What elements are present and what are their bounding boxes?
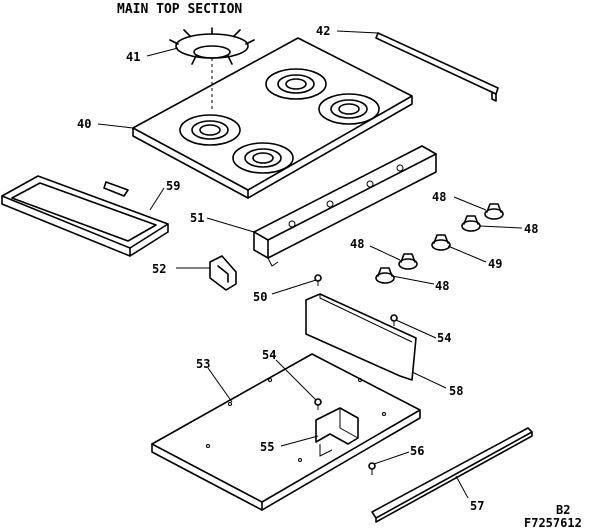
callout-50: 50 (253, 290, 267, 304)
leader-lines (97, 30, 523, 499)
screw-54-lower (314, 398, 322, 410)
callout-48-d: 48 (435, 279, 449, 293)
callout-56: 56 (410, 444, 424, 458)
callout-48-b: 48 (524, 222, 538, 236)
figure-code: B2 (556, 503, 570, 517)
front-trim-strip (371, 427, 533, 523)
burner-cap-part (169, 27, 255, 112)
callout-49: 49 (488, 257, 502, 271)
screw-56 (368, 462, 376, 475)
callout-40: 40 (77, 117, 91, 131)
callout-48-a: 48 (432, 190, 446, 204)
control-manifold-panel (253, 145, 437, 267)
callout-41: 41 (126, 50, 140, 64)
rear-access-panel (305, 293, 417, 381)
diagram-title: MAIN TOP SECTION (117, 2, 242, 17)
figure-number: F7257612 (524, 516, 582, 530)
bracket-part (209, 255, 237, 291)
callout-54-lower: 54 (262, 348, 276, 362)
callout-57: 57 (470, 499, 484, 513)
drip-tray (1, 175, 169, 257)
rear-trim-strip (375, 32, 499, 102)
control-knobs (375, 203, 504, 284)
callout-53: 53 (196, 357, 210, 371)
callout-labels: 41 42 40 59 51 48 48 48 48 49 52 50 54 5… (77, 24, 538, 513)
screw-54-upper (390, 314, 398, 326)
main-top-panel (132, 37, 413, 199)
callout-51: 51 (190, 211, 204, 225)
callout-59: 59 (166, 179, 180, 193)
screw-50 (314, 274, 322, 286)
knob-2 (461, 215, 481, 232)
callout-42: 42 (316, 24, 330, 38)
knob-3 (431, 234, 451, 251)
callout-58: 58 (449, 384, 463, 398)
knob-5 (375, 267, 395, 284)
knob-1 (484, 203, 504, 220)
knob-4 (398, 253, 418, 270)
callout-52: 52 (152, 262, 166, 276)
callout-55: 55 (260, 440, 274, 454)
callout-48-c: 48 (350, 237, 364, 251)
bottom-panel (151, 353, 421, 511)
callout-54-upper: 54 (437, 331, 451, 345)
mounting-bracket (315, 407, 359, 457)
